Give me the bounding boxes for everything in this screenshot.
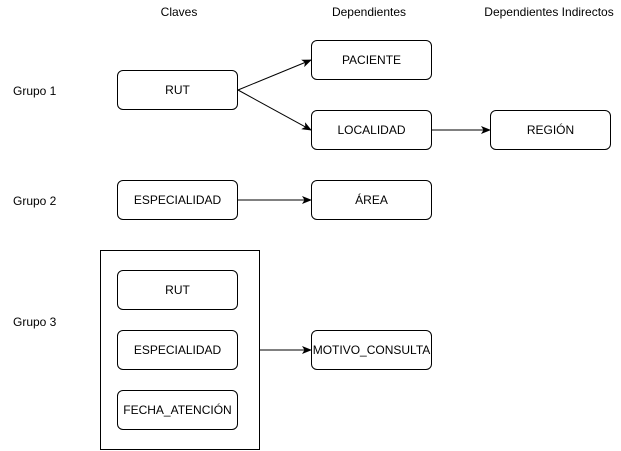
group-1-label: Grupo 1 xyxy=(13,84,57,98)
column-header-keys: Claves xyxy=(160,5,198,19)
group-2-key-especialidad[interactable]: ESPECIALIDAD xyxy=(117,180,238,220)
group-1-dependent-paciente[interactable]: PACIENTE xyxy=(311,40,432,80)
group-1-key-rut[interactable]: RUT xyxy=(117,70,238,110)
group-3-label: Grupo 3 xyxy=(13,315,57,329)
group-2-dependent-area[interactable]: ÁREA xyxy=(311,180,432,220)
column-header-dependents: Dependientes xyxy=(331,5,407,19)
group-3-key-rut[interactable]: RUT xyxy=(117,270,238,310)
arrow-rut-to-localidad xyxy=(237,89,312,131)
group-3-key-especialidad[interactable]: ESPECIALIDAD xyxy=(117,330,238,370)
group-2-label: Grupo 2 xyxy=(13,194,57,208)
arrow-rut-to-paciente xyxy=(237,59,312,91)
group-3-key-fecha-atencion[interactable]: FECHA_ATENCIÓN xyxy=(117,390,238,430)
group-3-dependent-motivo-consulta[interactable]: MOTIVO_CONSULTA xyxy=(311,330,432,370)
column-header-indirect: Dependientes Indirectos xyxy=(484,5,614,19)
group-1-indirect-region[interactable]: REGIÓN xyxy=(490,110,611,150)
group-1-dependent-localidad[interactable]: LOCALIDAD xyxy=(311,110,432,150)
